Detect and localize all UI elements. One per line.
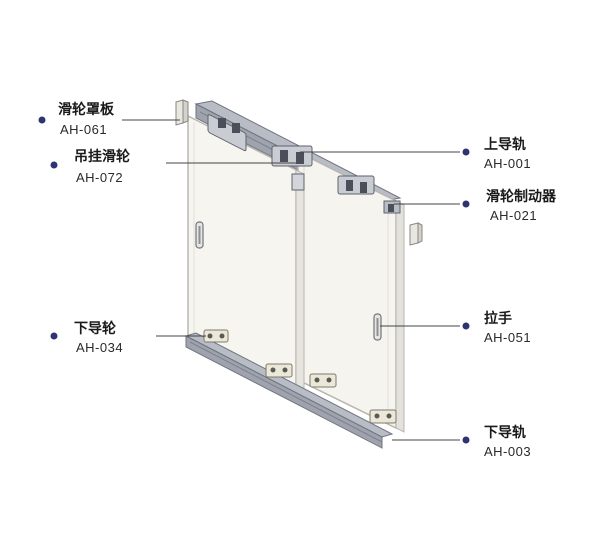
hanging-pulley-drawing (207, 114, 375, 195)
label-name-handle: 拉手 (484, 310, 512, 327)
label-code-handle: AH-051 (484, 330, 531, 345)
label-bullets (38, 116, 470, 444)
handle-drawing (195, 221, 382, 341)
bullet-hanging-pulley (50, 161, 58, 169)
lower-guide-wheel-drawing (203, 329, 397, 424)
bullet-pulley-stopper (462, 200, 470, 208)
leader-lines (122, 119, 460, 441)
label-name-pulley-cover: 滑轮罩板 (58, 101, 115, 118)
pulley-stopper-part (383, 200, 423, 246)
label-code-pulley-stopper: AH-021 (490, 208, 537, 223)
back-panel-edge (395, 200, 405, 433)
label-name-hanging-pulley: 吊挂滑轮 (74, 148, 130, 165)
label-code-lower-guide-wheel: AH-034 (76, 340, 123, 355)
label-name-lower-rail: 下导轨 (484, 424, 526, 441)
front-door-panel (187, 114, 305, 401)
label-texts: 滑轮罩板 AH-061 吊挂滑轮 AH-072 下导轮 AH-034 上导轨 A… (58, 101, 557, 459)
label-code-lower-rail: AH-003 (484, 444, 531, 459)
label-name-upper-rail: 上导轨 (484, 136, 526, 153)
bullet-pulley-cover (38, 116, 46, 124)
bullet-lower-guide-wheel (50, 332, 58, 340)
label-name-lower-guide-wheel: 下导轮 (74, 320, 116, 337)
lower-rail-drawing (184, 332, 394, 449)
bullet-upper-rail (462, 148, 470, 156)
label-name-pulley-stopper: 滑轮制动器 (486, 188, 557, 205)
label-code-hanging-pulley: AH-072 (76, 170, 123, 185)
bullet-lower-rail (462, 436, 470, 444)
front-panel-edge (295, 169, 305, 401)
lower-rail-front (185, 335, 383, 449)
pulley-cover-part (175, 99, 189, 126)
label-code-pulley-cover: AH-061 (60, 122, 107, 137)
label-code-upper-rail: AH-001 (484, 156, 531, 171)
bullet-handle (462, 322, 470, 330)
